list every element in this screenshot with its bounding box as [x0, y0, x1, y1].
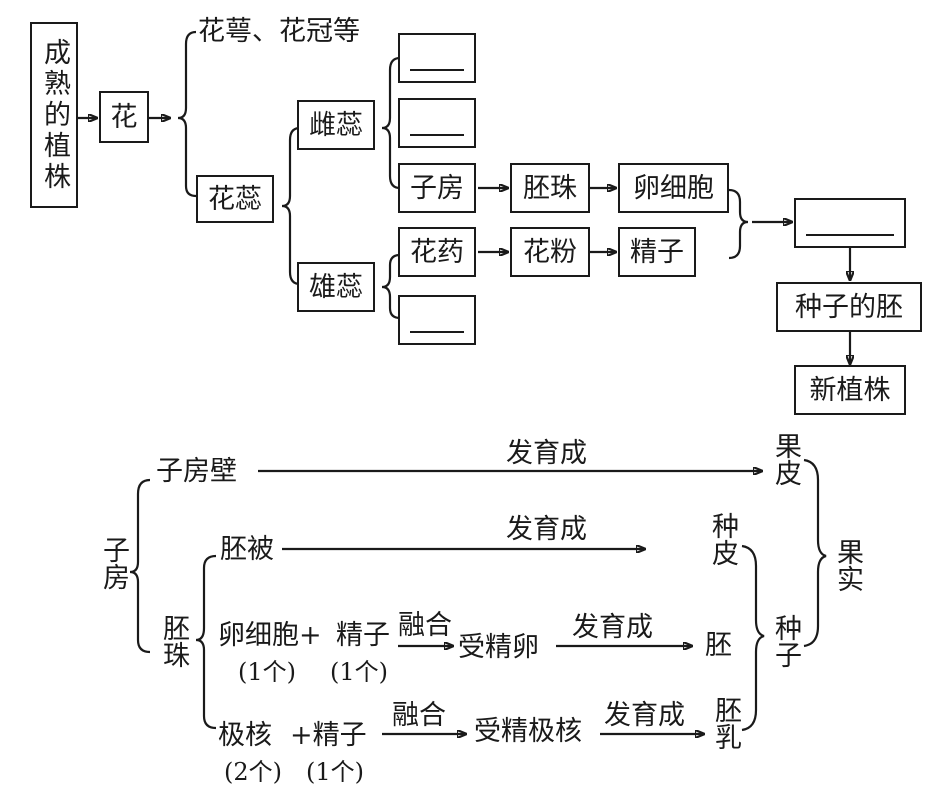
fuse-label-1: 融合 [398, 610, 452, 641]
new-plant-label: 新植株 [809, 374, 891, 406]
fuse-label-2: 融合 [392, 700, 446, 731]
box-sperm: 精子 [618, 227, 696, 277]
blank-2-underline [410, 134, 464, 136]
seed-coat-text: 种皮 [707, 512, 738, 566]
fruit-text: 果实 [832, 538, 863, 592]
develops-into-label-1: 发育成 [506, 438, 587, 469]
pericarp-text: 果皮 [770, 432, 801, 486]
sperm-label: 精子 [630, 236, 684, 268]
polar-nuclei-label: 极核 [218, 720, 272, 751]
brace-pistil [381, 56, 401, 190]
egg-cell-label: 卵细胞 [633, 172, 714, 204]
box-pistil-stamen: 花蕊 [196, 175, 274, 223]
fertilized-polar-label: 受精极核 [474, 716, 582, 747]
brace-stamen [381, 253, 401, 320]
integument-label: 胚被 [220, 534, 274, 565]
stamen-label: 雄蕊 [309, 271, 363, 303]
box-anther: 花药 [398, 227, 476, 277]
ovary-vertical-label: 子房 [96, 536, 129, 599]
develops-into-label-3: 发育成 [572, 612, 653, 643]
brace-ovule [195, 554, 217, 730]
endosperm-text: 胚乳 [710, 696, 741, 750]
blank-box-2[interactable] [398, 98, 476, 148]
box-egg-cell: 卵细胞 [618, 163, 729, 213]
seed-text: 种子 [770, 614, 801, 668]
embryo-label: 胚 [705, 630, 732, 661]
box-seed-embryo: 种子的胚 [776, 282, 922, 332]
sperm-label-1: 精子 [336, 620, 390, 651]
ovary-label: 子房 [410, 172, 464, 204]
fruit-vertical-label: 果实 [830, 538, 863, 601]
zygote-label: 受精卵 [458, 632, 539, 663]
brace-fruit [803, 458, 827, 648]
brace-egg-sperm [728, 188, 749, 260]
flower-label: 花 [110, 101, 138, 133]
box-pollen: 花粉 [510, 227, 590, 277]
box-new-plant: 新植株 [794, 365, 906, 415]
anther-label: 花药 [410, 236, 464, 268]
develops-into-label-2: 发育成 [506, 514, 587, 545]
seed-vertical-label: 种子 [768, 614, 801, 677]
brace-flower-parts [177, 30, 197, 198]
box-mature-plant: 成熟的植株 [30, 22, 78, 208]
ovule-label: 胚珠 [523, 172, 577, 204]
pistil-stamen-label: 花蕊 [208, 183, 262, 215]
sperm-count-label-1: (1个) [330, 658, 388, 686]
blank-box-1[interactable] [398, 33, 476, 83]
seed-coat-vertical-label: 种皮 [705, 512, 738, 575]
mature-plant-label: 成熟的植株 [39, 37, 70, 193]
ovule-text: 胚珠 [158, 614, 189, 668]
ovary-text: 子房 [98, 536, 129, 590]
brace-ovary [129, 478, 151, 654]
develops-into-label-4: 发育成 [604, 700, 685, 731]
plus-sperm-label: +精子 [290, 720, 367, 751]
brace-pistil-stamen [281, 126, 301, 286]
endosperm-vertical-label: 胚乳 [708, 696, 741, 759]
sepal-petal-label: 花萼、花冠等 [198, 16, 360, 47]
brace-seed [741, 544, 765, 732]
egg-cell-plus-label: 卵细胞+ [218, 620, 322, 651]
box-ovule: 胚珠 [510, 163, 590, 213]
blank-1-underline [410, 69, 464, 71]
box-pistil: 雌蕊 [297, 100, 375, 150]
ovule-vertical-label: 胚珠 [156, 614, 189, 677]
pistil-label: 雌蕊 [309, 109, 363, 141]
box-flower: 花 [99, 91, 149, 143]
pericarp-vertical-label: 果皮 [768, 432, 801, 495]
seed-embryo-label: 种子的胚 [795, 291, 903, 323]
polar-count-label: (2个) [224, 758, 282, 786]
blank-box-4[interactable] [398, 295, 476, 345]
egg-count-label: (1个) [238, 658, 296, 686]
blank-box-3[interactable] [794, 198, 906, 248]
blank-3-underline [806, 234, 894, 236]
blank-4-underline [410, 331, 464, 333]
sperm-count-label-2: (1个) [306, 758, 364, 786]
box-stamen: 雄蕊 [297, 262, 375, 312]
box-ovary: 子房 [398, 163, 476, 213]
ovary-wall-label: 子房壁 [156, 456, 237, 487]
pollen-label: 花粉 [523, 236, 577, 268]
